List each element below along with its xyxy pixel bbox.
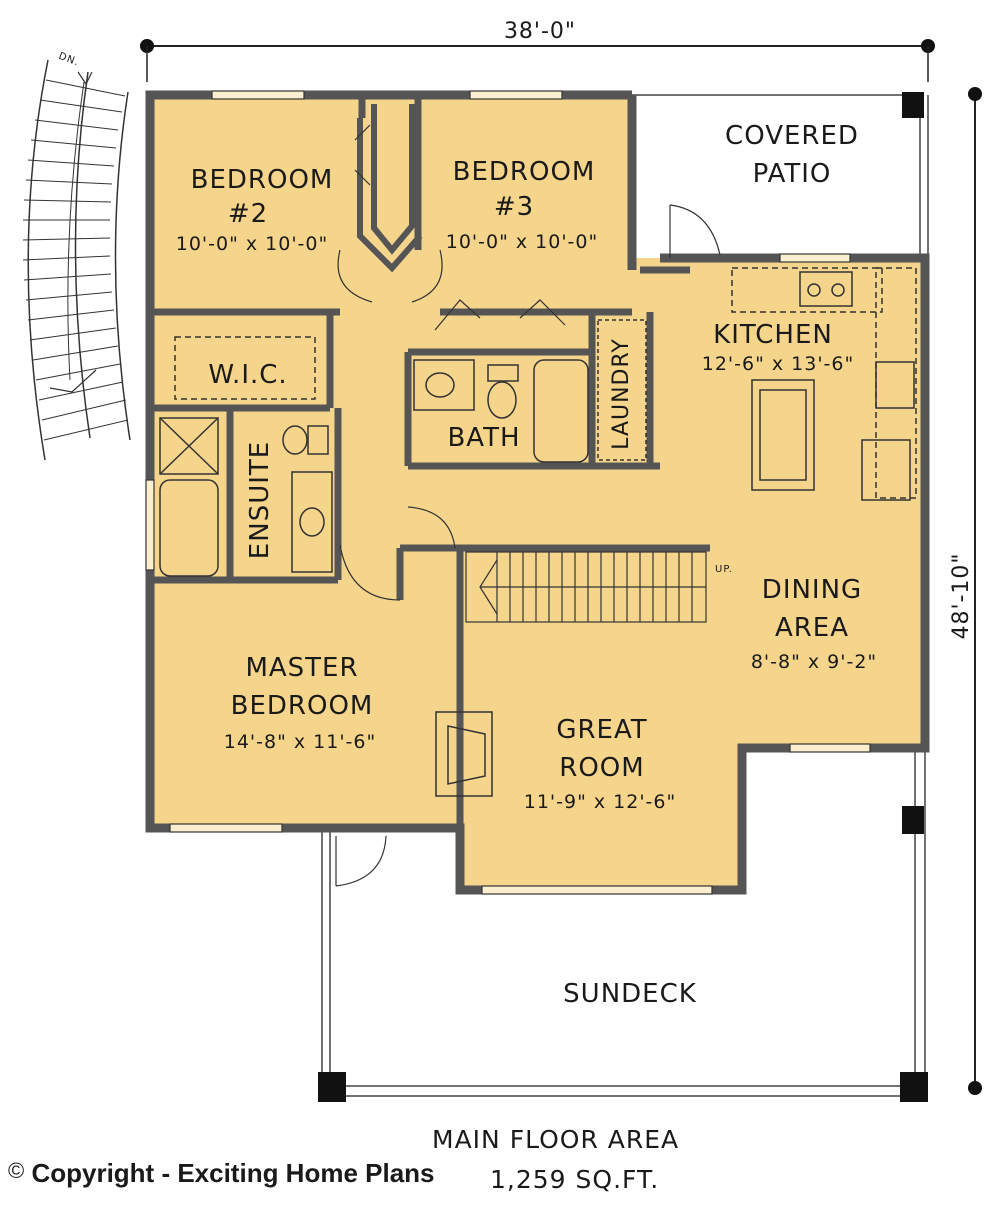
sundeck-post-right bbox=[900, 1072, 928, 1102]
dining-size: 8'-8" x 9'-2" bbox=[751, 651, 877, 673]
sundeck-post-mid bbox=[902, 806, 924, 834]
copyright-symbol: © bbox=[8, 1158, 25, 1183]
door-swings bbox=[335, 124, 721, 887]
room-bath: BATH bbox=[447, 423, 520, 453]
main-floor-area-value: 1,259 SQ.FT. bbox=[490, 1165, 660, 1194]
width-dimension-label: 38'-0" bbox=[504, 19, 576, 44]
copyright-text: Copyright - Exciting Home Plans bbox=[31, 1158, 435, 1188]
kitchen-name: KITCHEN bbox=[713, 320, 833, 350]
bedroom2-name: BEDROOM bbox=[191, 165, 334, 195]
room-wic: W.I.C. bbox=[208, 360, 287, 390]
master-line2: BEDROOM bbox=[231, 691, 374, 721]
fixtures bbox=[159, 267, 917, 797]
room-bedroom-3: BEDROOM #3 10'-0" x 10'-0" bbox=[446, 157, 599, 253]
copyright-notice: © Copyright - Exciting Home Plans bbox=[8, 1158, 435, 1189]
stair-down-label: DN. bbox=[57, 51, 81, 69]
depth-dimension: 48'-10" bbox=[949, 87, 982, 1095]
room-laundry: LAUNDRY bbox=[609, 338, 634, 450]
room-dining: DINING AREA 8'-8" x 9'-2" bbox=[751, 575, 877, 673]
master-line1: MASTER bbox=[245, 653, 358, 683]
width-dimension: 38'-0" bbox=[140, 19, 935, 82]
great-room-size: 11'-9" x 12'-6" bbox=[524, 791, 677, 813]
room-master-bedroom: MASTER BEDROOM 14'-8" x 11'-6" bbox=[224, 653, 377, 753]
main-floor-area-title: MAIN FLOOR AREA bbox=[432, 1125, 680, 1154]
depth-dimension-label: 48'-10" bbox=[949, 552, 974, 639]
room-ensuite: ENSUITE bbox=[245, 441, 275, 559]
ensuite-name: ENSUITE bbox=[245, 441, 275, 559]
windows bbox=[145, 90, 871, 895]
exterior-stair bbox=[22, 59, 131, 461]
patio-post bbox=[902, 92, 924, 118]
interior-walls bbox=[150, 95, 710, 828]
room-bedroom-2: BEDROOM #2 10'-0" x 10'-0" bbox=[176, 165, 334, 255]
bedroom3-size: 10'-0" x 10'-0" bbox=[446, 231, 599, 253]
covered-patio-line2: PATIO bbox=[753, 159, 832, 189]
sundeck-post-left bbox=[318, 1072, 346, 1102]
interior-stair bbox=[465, 551, 707, 623]
great-room-line2: ROOM bbox=[559, 753, 644, 783]
bath-name: BATH bbox=[447, 423, 520, 453]
bedroom3-name: BEDROOM bbox=[453, 157, 596, 187]
sundeck-outline bbox=[321, 748, 926, 1097]
covered-patio-outline bbox=[632, 94, 929, 258]
closet-walls bbox=[357, 104, 423, 273]
dining-line2: AREA bbox=[775, 613, 849, 643]
great-room-line1: GREAT bbox=[556, 715, 647, 745]
covered-patio-line1: COVERED bbox=[725, 121, 859, 151]
bedroom2-number: #2 bbox=[228, 199, 268, 229]
room-covered-patio: COVERED PATIO bbox=[725, 121, 859, 189]
room-sundeck: SUNDECK bbox=[563, 979, 697, 1009]
dining-line1: DINING bbox=[762, 575, 862, 605]
wic-name: W.I.C. bbox=[208, 360, 287, 390]
sundeck-name: SUNDECK bbox=[563, 979, 697, 1009]
room-kitchen: KITCHEN 12'-6" x 13'-6" bbox=[702, 320, 855, 375]
room-great-room: GREAT ROOM 11'-9" x 12'-6" bbox=[524, 715, 677, 813]
stair-up-label: UP. bbox=[715, 564, 733, 575]
laundry-name: LAUNDRY bbox=[609, 338, 634, 450]
kitchen-size: 12'-6" x 13'-6" bbox=[702, 353, 855, 375]
bedroom2-size: 10'-0" x 10'-0" bbox=[176, 233, 329, 255]
bedroom3-number: #3 bbox=[494, 192, 534, 222]
master-size: 14'-8" x 11'-6" bbox=[224, 731, 377, 753]
